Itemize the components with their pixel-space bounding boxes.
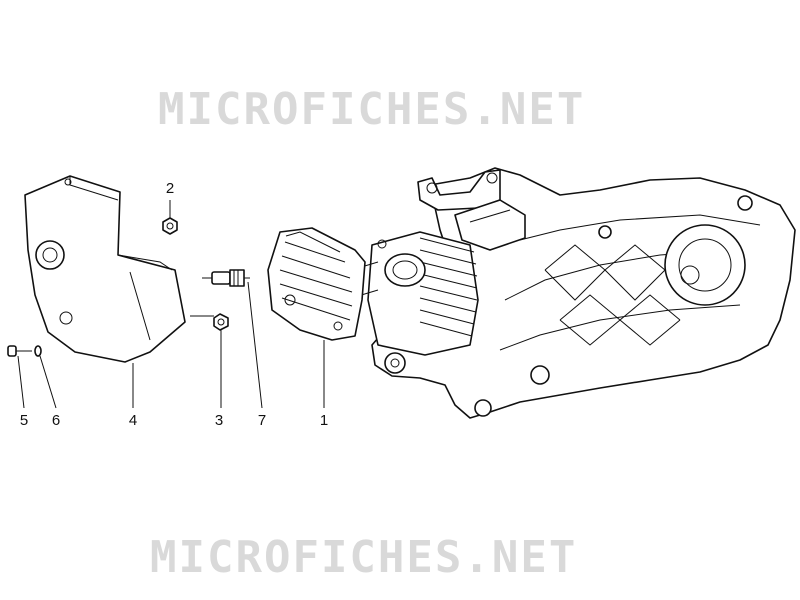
nut [162,217,178,235]
callout-4: 4 [129,412,137,429]
cylinder [357,231,479,356]
screw [7,345,32,357]
leader-lines [17,200,325,409]
cooling-shroud [24,175,186,363]
cylinder-head [267,227,366,341]
callout-7: 7 [258,412,266,429]
washer [34,345,42,357]
callout-5: 5 [20,412,28,429]
callout-2: 2 [166,180,174,197]
watermark-top: MICROFICHES.NET [158,84,585,135]
washer-nut [213,313,229,331]
engine-crankcase [371,167,796,419]
callout-6: 6 [52,412,60,429]
callout-1: 1 [320,412,328,429]
watermark-bottom: MICROFICHES.NET [150,532,577,583]
callout-3: 3 [215,412,223,429]
spark-plug [202,269,250,287]
